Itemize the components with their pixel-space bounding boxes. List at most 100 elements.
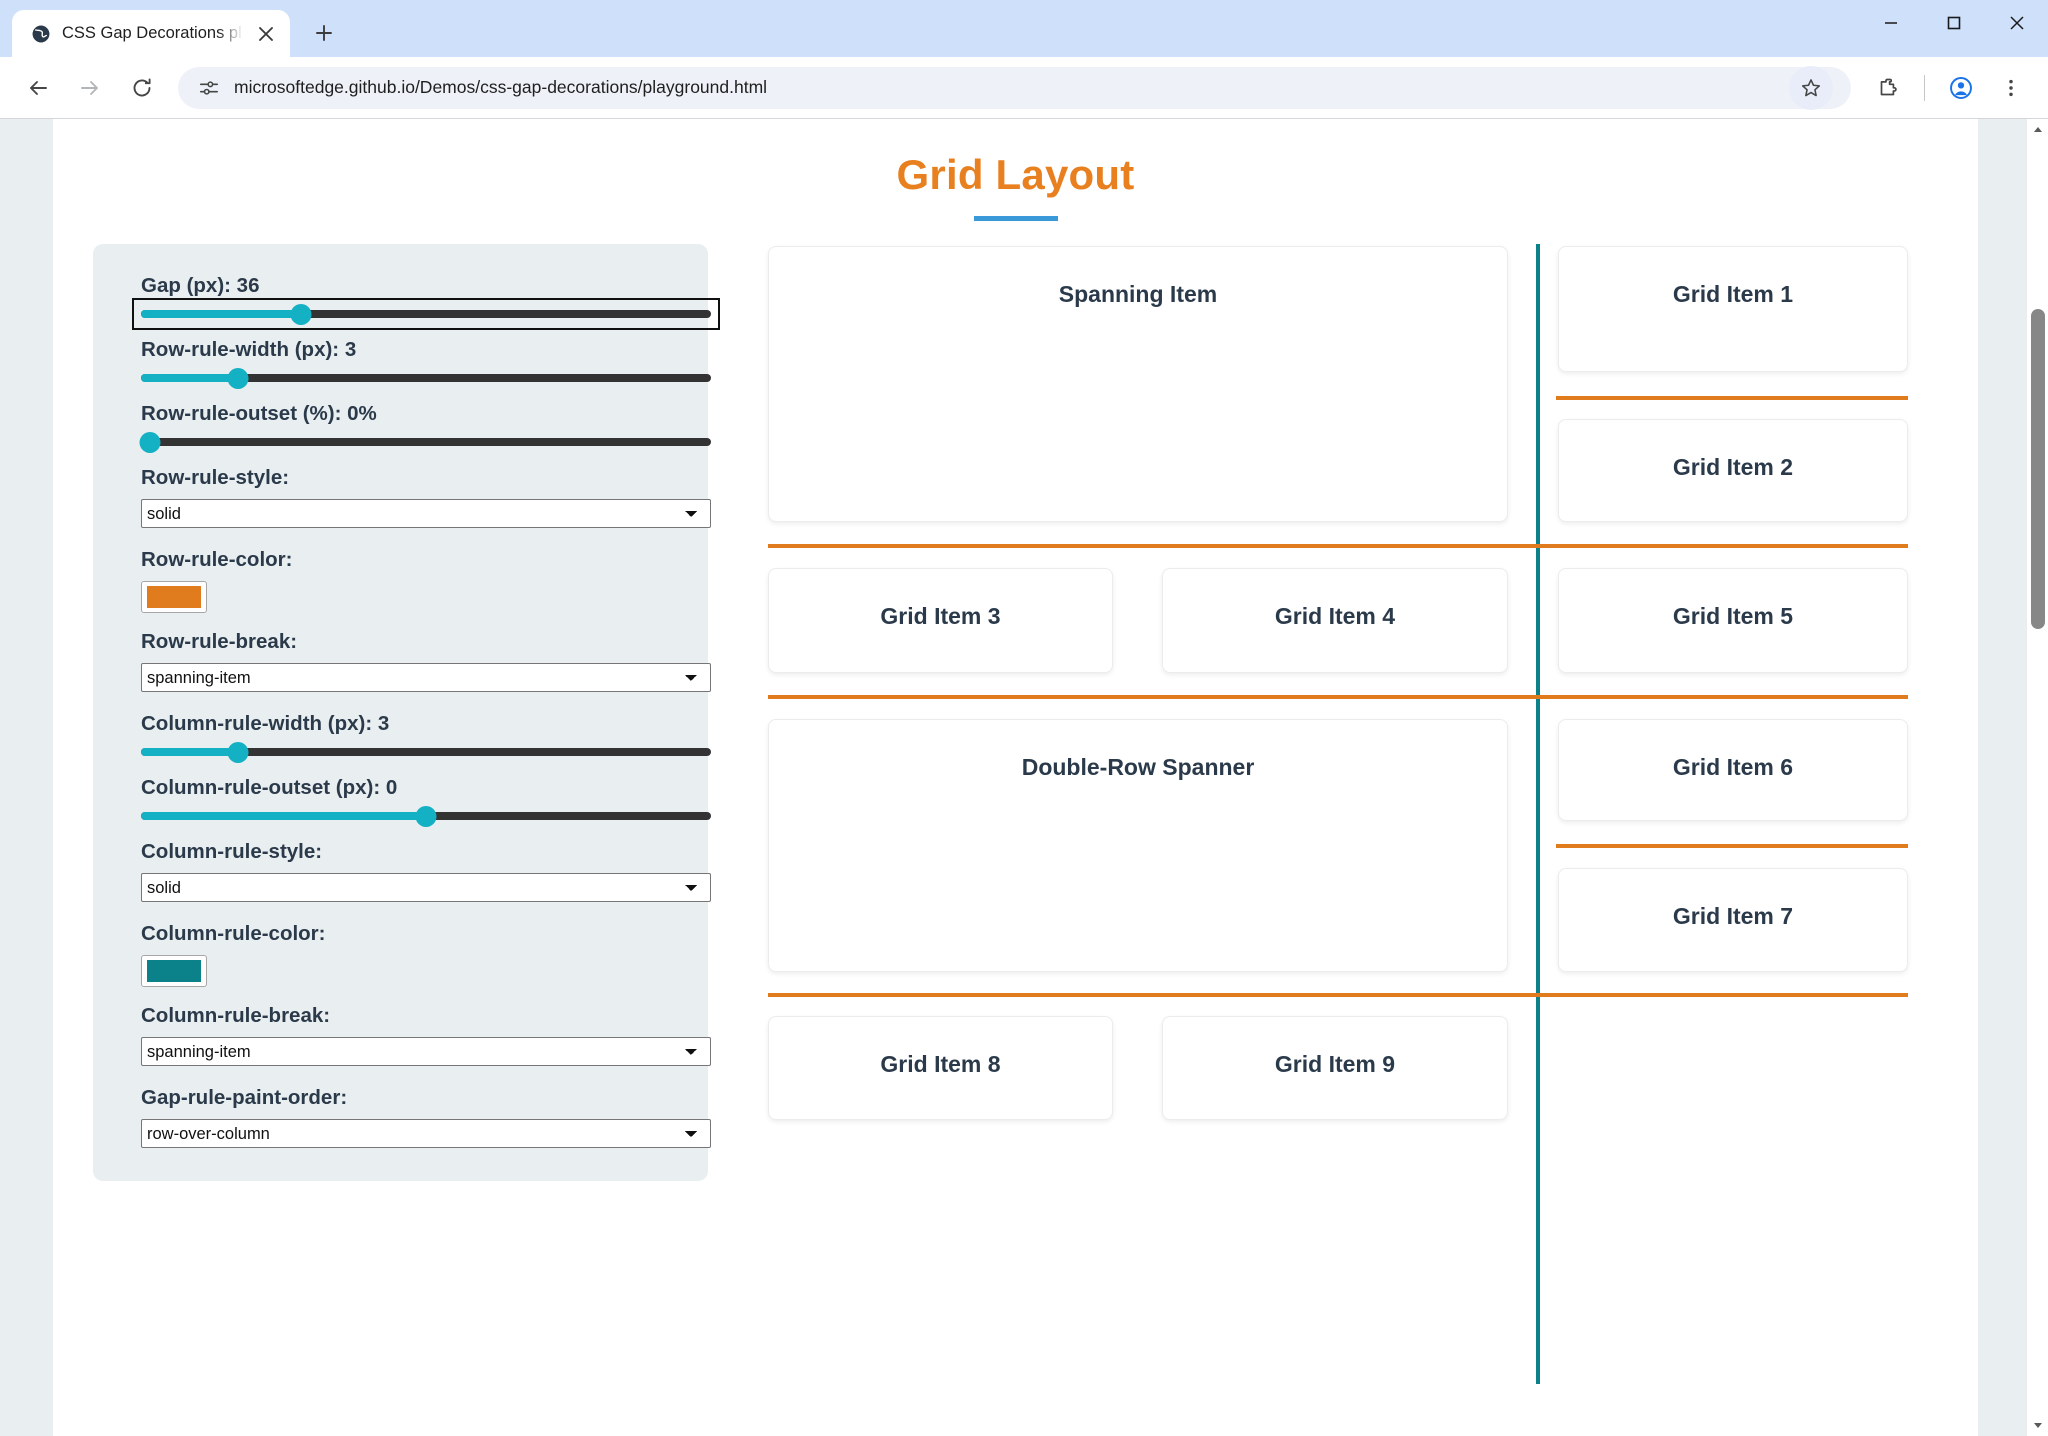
grid-demo: Spanning Item Grid Item 1 Grid Item 2 Gr…: [768, 244, 1908, 1384]
minimize-icon[interactable]: [1859, 0, 1922, 45]
slider-thumb[interactable]: [415, 806, 437, 827]
column-rule-color-picker[interactable]: [141, 955, 207, 987]
row-rule-break-select[interactable]: spanning-item: [141, 663, 711, 692]
grid-item-label: Grid Item 8: [880, 1051, 1001, 1077]
toolbar-divider: [1924, 74, 1925, 101]
row-rule-width-slider[interactable]: [141, 368, 711, 389]
slider-fill: [141, 310, 301, 318]
row-rule-style-select[interactable]: solid: [141, 499, 711, 528]
column-rule-style-label: Column-rule-style:: [141, 840, 323, 863]
controls-panel: Gap (px): 36 Row-rule-width (px): 3 Row-…: [93, 244, 720, 1181]
page-scrollbar[interactable]: [2026, 119, 2048, 1436]
row-rule-outset-label: Row-rule-outset (%): 0%: [141, 402, 377, 425]
slider-track: [141, 374, 711, 382]
page-title: Grid Layout: [896, 151, 1135, 198]
back-arrow-icon[interactable]: [14, 64, 62, 112]
extensions-puzzle-icon[interactable]: [1865, 65, 1911, 111]
scroll-down-arrow-icon[interactable]: [2027, 1414, 2048, 1436]
slider-track: [141, 748, 711, 756]
scrollbar-thumb[interactable]: [2031, 309, 2045, 629]
page-content: Grid Layout Gap (px): 36 Row-rule-width …: [53, 119, 1978, 1436]
grid-item-7: Grid Item 7: [1558, 868, 1908, 972]
grid-item-label: Grid Item 5: [1672, 603, 1794, 629]
column-rule-left-segment: [1536, 244, 1540, 1384]
column-rule-break-label: Column-rule-break:: [141, 1004, 331, 1027]
scroll-up-arrow-icon[interactable]: [2027, 119, 2048, 141]
slider-fill: [141, 374, 238, 382]
gap-label: Gap (px): 36: [141, 274, 260, 297]
slider-thumb[interactable]: [139, 432, 161, 453]
slider-fill: [141, 748, 238, 756]
address-bar-url: microsoftedge.github.io/Demos/css-gap-de…: [234, 77, 768, 97]
slider-track: [141, 310, 711, 318]
close-icon[interactable]: [254, 22, 278, 46]
column-rule-break-select[interactable]: spanning-item: [141, 1037, 711, 1066]
column-rule-width-slider[interactable]: [141, 742, 711, 763]
grid-item-2: Grid Item 2: [1558, 419, 1908, 522]
gap-rule-paint-order-select[interactable]: row-over-column: [141, 1119, 711, 1148]
slider-thumb[interactable]: [227, 742, 249, 763]
grid-item-5: Grid Item 5: [1558, 568, 1908, 673]
grid-item-8: Grid Item 8: [768, 1016, 1113, 1120]
maximize-icon[interactable]: [1922, 0, 1985, 45]
column-rule-color-label: Column-rule-color:: [141, 922, 326, 945]
row-rule-outset-slider[interactable]: [139, 432, 711, 453]
window-controls: [1859, 0, 2048, 45]
grid-item-label: Grid Item 9: [1274, 1051, 1396, 1077]
grid-item-label: Double-Row Spanner: [1021, 754, 1255, 780]
grid-item-spanning: Spanning Item: [768, 246, 1508, 522]
grid-item-label: Spanning Item: [1058, 281, 1218, 307]
slider-thumb[interactable]: [290, 304, 312, 325]
grid-item-label: Grid Item 2: [1672, 454, 1794, 480]
profile-avatar-icon[interactable]: [1938, 65, 1984, 111]
slider-track: [141, 438, 711, 446]
grid-item-label: Grid Item 7: [1672, 903, 1794, 929]
row-rule-right-col-1: [1556, 396, 1908, 400]
grid-item-1: Grid Item 1: [1558, 246, 1908, 372]
row-rule-break-label: Row-rule-break:: [141, 630, 298, 653]
forward-arrow-icon[interactable]: [66, 64, 114, 112]
new-tab-button[interactable]: [304, 13, 344, 53]
grid-item-label: Grid Item 6: [1672, 754, 1794, 780]
grid-item-label: Grid Item 1: [1672, 281, 1794, 307]
site-settings-icon[interactable]: [196, 75, 222, 101]
slider-thumb[interactable]: [227, 368, 249, 389]
column-rule-outset-label: Column-rule-outset (px): 0: [141, 776, 398, 799]
grid-item-3: Grid Item 3: [768, 568, 1113, 673]
tab-title: CSS Gap Decorations playground: [62, 24, 243, 42]
slider-fill: [141, 812, 426, 820]
grid-item-double-row-spanner: Double-Row Spanner: [768, 719, 1508, 972]
globe-icon: [30, 23, 51, 44]
row-rule-color-swatch: [147, 586, 201, 608]
row-rule-full-2: [768, 695, 1908, 699]
row-rule-style-label: Row-rule-style:: [141, 466, 290, 489]
grid-item-4: Grid Item 4: [1162, 568, 1508, 673]
tab-strip: CSS Gap Decorations playground: [0, 0, 2048, 57]
reload-icon[interactable]: [118, 64, 166, 112]
browser-toolbar: microsoftedge.github.io/Demos/css-gap-de…: [0, 57, 2048, 118]
row-rule-color-label: Row-rule-color:: [141, 548, 293, 571]
page-viewport: Grid Layout Gap (px): 36 Row-rule-width …: [0, 118, 2048, 1436]
row-rule-full-3: [768, 993, 1908, 997]
star-icon[interactable]: [1789, 65, 1833, 110]
grid-item-label: Grid Item 4: [1274, 603, 1396, 629]
grid-item-9: Grid Item 9: [1162, 1016, 1508, 1120]
column-rule-width-label: Column-rule-width (px): 3: [141, 712, 390, 735]
window-close-icon[interactable]: [1985, 0, 2048, 45]
row-rule-color-picker[interactable]: [141, 581, 207, 613]
row-rule-full-1: [768, 544, 1908, 548]
gap-rule-paint-order-label: Gap-rule-paint-order:: [141, 1086, 348, 1109]
column-rule-color-swatch: [147, 960, 201, 982]
gap-slider[interactable]: [132, 298, 720, 330]
column-rule-style-select[interactable]: solid: [141, 873, 711, 902]
grid-item-6: Grid Item 6: [1558, 719, 1908, 821]
row-rule-right-col-2: [1556, 844, 1908, 848]
grid-item-label: Grid Item 3: [880, 603, 1001, 629]
browser-tab[interactable]: CSS Gap Decorations playground: [12, 10, 290, 57]
title-underline: [973, 216, 1058, 221]
row-rule-width-label: Row-rule-width (px): 3: [141, 338, 357, 361]
column-rule-outset-slider[interactable]: [141, 806, 711, 827]
three-dot-menu-icon[interactable]: [1988, 65, 2034, 111]
address-bar[interactable]: microsoftedge.github.io/Demos/css-gap-de…: [178, 65, 1851, 110]
